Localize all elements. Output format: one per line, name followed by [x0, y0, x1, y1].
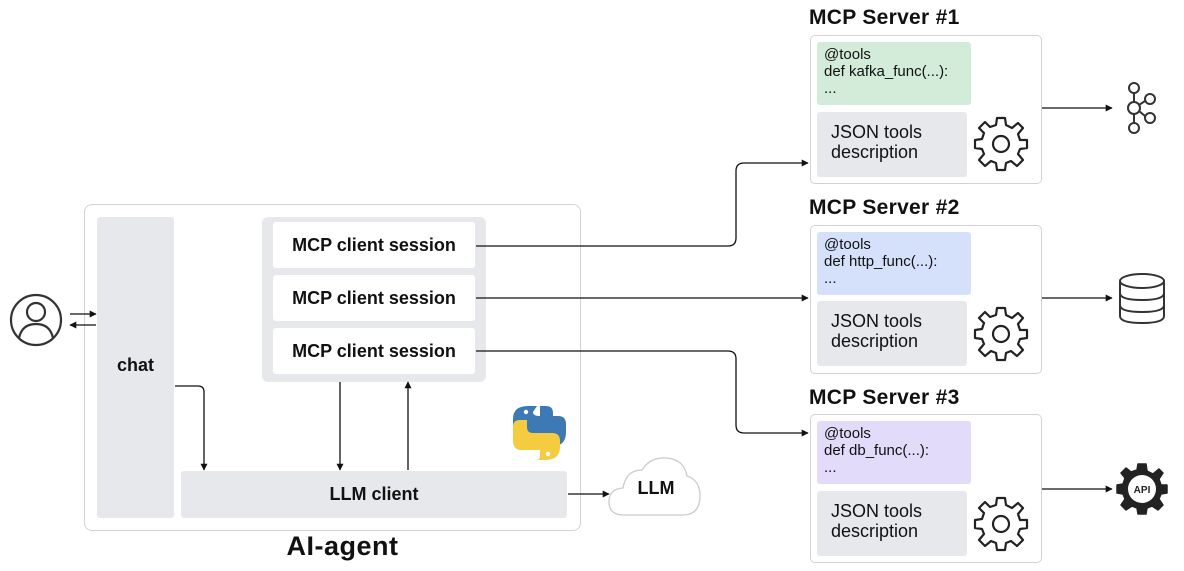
mcp-client-session-3: MCP client session	[273, 328, 475, 374]
api-icon-label: API	[1134, 485, 1151, 496]
llm-client: LLM client	[181, 471, 567, 518]
mcp-server-3-json-description: JSON tools description	[817, 491, 967, 556]
code-line: ...	[824, 80, 837, 97]
mcp-server-2-json-description: JSON tools description	[817, 301, 967, 366]
gear-icon	[973, 116, 1029, 172]
code-line: def db_func(...):	[824, 442, 930, 459]
json-label-line: description	[831, 142, 919, 162]
database-icon	[1119, 273, 1165, 325]
mcp-server-1-title: MCP Server #1	[809, 6, 960, 29]
mcp-server-2-title: MCP Server #2	[809, 196, 960, 219]
chat-panel	[97, 217, 174, 518]
api-gear-icon: API	[1116, 463, 1168, 515]
json-label-line: description	[831, 521, 919, 541]
mcp-server-1-json-description: JSON tools description	[817, 112, 967, 177]
gear-icon	[973, 496, 1029, 552]
mcp-server-3-code: @tools def db_func(...): ...	[817, 421, 971, 484]
session-1-to-server-1-arrow	[476, 159, 809, 247]
mcp-server-1-code: @tools def kafka_func(...): ...	[817, 42, 971, 105]
llm-cloud-icon	[608, 457, 701, 516]
mcp-client-session-1: MCP client session	[273, 222, 475, 268]
chat-to-llm-client-arrow	[175, 385, 208, 471]
code-line: def http_func(...):	[824, 253, 938, 270]
user-icon	[9, 293, 63, 347]
code-line: @tools	[824, 236, 871, 253]
code-line: @tools	[824, 425, 871, 442]
json-label-line: JSON tools	[831, 311, 923, 331]
json-label-line: description	[831, 331, 919, 351]
session-3-to-server-3-arrow	[476, 350, 809, 437]
kafka-icon	[1127, 82, 1156, 134]
ai-agent-title: AI-agent	[286, 531, 399, 561]
mcp-client-session-2: MCP client session	[273, 275, 475, 321]
code-line: ...	[824, 459, 837, 476]
code-line: ...	[824, 270, 837, 287]
mcp-server-2-code: @tools def http_func(...): ...	[817, 232, 971, 295]
code-line: def kafka_func(...):	[824, 63, 949, 80]
gear-icon	[973, 306, 1029, 362]
json-label-line: JSON tools	[831, 122, 923, 142]
code-line: @tools	[824, 46, 871, 63]
mcp-server-3-title: MCP Server #3	[809, 386, 960, 409]
llm-label: LLM	[637, 478, 675, 498]
python-logo-icon	[513, 406, 566, 460]
chat-label: chat	[116, 355, 154, 375]
json-label-line: JSON tools	[831, 501, 923, 521]
user-chat-arrows	[69, 310, 97, 329]
